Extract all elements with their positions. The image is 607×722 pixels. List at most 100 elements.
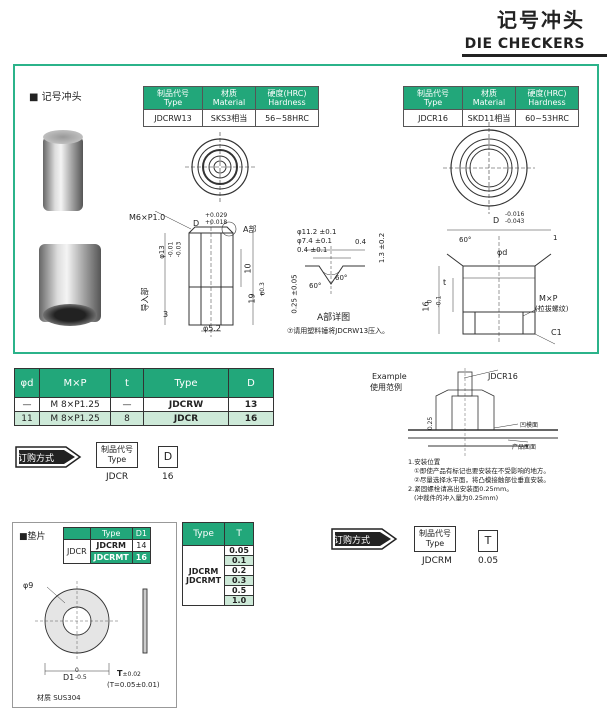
example-025: 0.25 <box>427 416 435 431</box>
dim-04: 0.4 <box>355 238 367 246</box>
order-arrow-icon <box>15 446 82 468</box>
phi52-label: φ5.2 <box>203 324 221 333</box>
t-label: t <box>443 278 447 287</box>
mp-label: M×P <box>539 294 558 303</box>
cell-hardness: 60~53HRC <box>515 109 579 127</box>
washer-title: ■垫片 <box>19 532 46 542</box>
order-val: 16 <box>162 472 174 482</box>
order-arrow-icon-2 <box>331 528 398 550</box>
phi112-label: φ11.2 ±0.1 <box>297 228 337 236</box>
title-underline <box>462 54 607 57</box>
th-hardness: 硬度(HRC)Hardness <box>255 86 319 110</box>
t-note: (T=0.05±0.01) <box>107 681 160 689</box>
dim-025: 0.25 ±0.05 <box>290 274 299 314</box>
section-title: ■ 记号冲头 <box>29 92 82 103</box>
d-code-box: D <box>158 446 178 468</box>
mp-note: (拉拔螺纹) <box>535 305 569 313</box>
c1-label: C1 <box>551 328 562 337</box>
top-view-jdcr16 <box>443 122 535 214</box>
thread-label: M6×P1.0 <box>129 213 166 222</box>
page-title-cn: 记号冲头 <box>497 8 585 32</box>
product-photo-jdcr16 <box>39 244 101 326</box>
d-tol-up-right: -0.016 <box>505 211 525 218</box>
angle-60a: 60° <box>309 282 322 290</box>
cell-hardness: 56~58HRC <box>255 109 319 127</box>
dim-3: 3 <box>163 310 169 319</box>
side-view-jdcr16 <box>438 229 556 345</box>
page-title-en: DIE CHECKERS <box>464 36 585 52</box>
th-mp: M×P <box>39 368 111 398</box>
press-note: ⑦请用塑料锤将JDCRW13压入。 <box>287 327 390 335</box>
th-phid: φd <box>14 368 40 398</box>
cell-type: JDCR16 <box>403 109 463 127</box>
dim-1: 1 <box>553 234 558 242</box>
d-tol-up: +0.029 <box>205 212 228 219</box>
angle-60-right: 60° <box>459 236 472 244</box>
example-part: JDCR16 <box>488 372 518 381</box>
phi13-label: φ13 <box>157 245 166 259</box>
order-code-2: JDCRM <box>422 556 452 566</box>
dim-16-tol: 0 <box>426 299 434 304</box>
d-tol-dn-right: -0.043 <box>505 218 525 225</box>
th-t: t <box>110 368 144 398</box>
example-en: Example <box>372 372 407 381</box>
example-drawing <box>408 368 558 456</box>
phi9-label: φ9 <box>23 581 34 590</box>
order-label: 订购方式 <box>18 454 55 464</box>
washer-material: 材质 SUS304 <box>37 694 81 702</box>
d-tol-dn: +0.018 <box>205 219 228 226</box>
t-code-box: T <box>478 530 498 552</box>
dim-13: 1.3 ±0.2 <box>378 232 387 264</box>
dim-16-tol2: -0.1 <box>435 295 443 308</box>
dim-19: 19 <box>247 293 257 304</box>
t-label: T±0.02 <box>117 669 141 678</box>
phi74-label: φ7.4 ±0.1 <box>297 237 332 245</box>
dim-10: 10 <box>243 263 253 274</box>
th-type: Type <box>143 368 229 398</box>
th-d: D <box>228 368 274 398</box>
detail-a-drawing <box>305 246 365 296</box>
d-label: D <box>193 219 200 228</box>
cell-type: JDCRW13 <box>143 109 203 127</box>
phi13-tol2: -0.03 <box>175 241 183 258</box>
detail-caption: A部详图 <box>317 313 351 323</box>
phi13-tol: -0.01 <box>167 241 175 258</box>
side-view-jdcrw13 <box>154 211 254 337</box>
dim-19-tol2: 0 <box>259 291 267 296</box>
product-photo-jdcrw13 <box>43 130 83 211</box>
example-cn: 使用范例 <box>370 383 402 392</box>
order-code: JDCR <box>106 472 129 482</box>
washer-drawing <box>35 581 148 675</box>
angle-60b: 60° <box>335 274 348 282</box>
cell-material: SKS3相当 <box>202 109 256 127</box>
d1-label: D1 <box>63 673 75 682</box>
example-r2: 产品面面 <box>512 444 537 451</box>
order-val-2: 0.05 <box>478 556 499 566</box>
phid-label: φd <box>497 248 508 257</box>
dim-04a: 0.4 ±0.1 <box>297 246 328 254</box>
detail-a-label: A部 <box>243 225 257 234</box>
guide-label: 导入部 <box>140 287 150 312</box>
d-label-right: D <box>493 216 500 225</box>
top-view-jdcrw13 <box>185 132 255 202</box>
th-hardness: 硬度(HRC)Hardness <box>515 86 579 110</box>
d1-tol2: -0.5 <box>75 674 87 681</box>
d1-tol: 0 <box>75 667 79 674</box>
order-label-2: 订购方式 <box>334 536 371 546</box>
